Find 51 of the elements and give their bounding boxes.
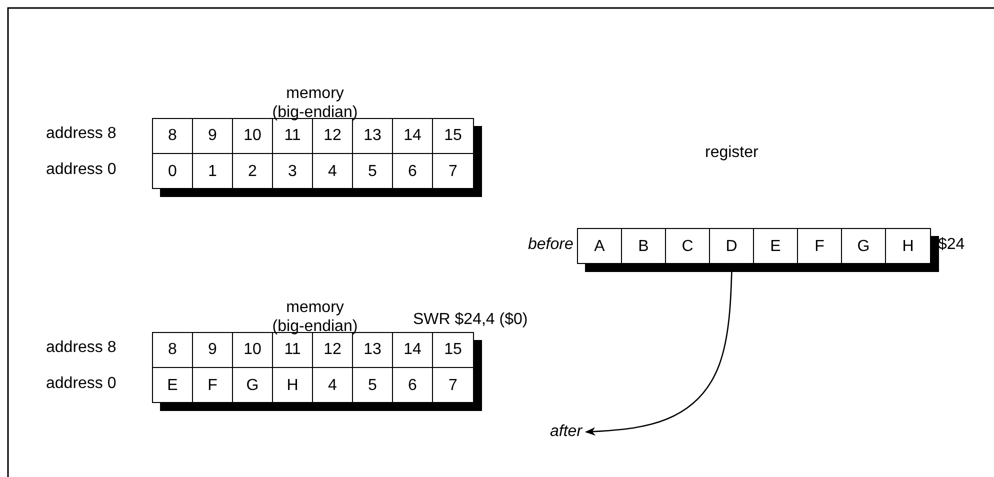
byte-cell: H [273,368,313,403]
byte-cell: 14 [393,333,433,368]
memory-heading: memory (big-endian) [271,84,359,122]
byte-cell: 4 [313,154,353,189]
byte-cell: C [666,229,710,264]
byte-cell: 9 [193,119,233,154]
register-name: $24 [938,236,965,254]
byte-cell: 5 [353,368,393,403]
row-label: address 0 [46,375,116,393]
byte-cell: 14 [393,119,433,154]
byte-cell: 15 [433,333,473,368]
byte-cell: 11 [273,119,313,154]
byte-cell: 8 [153,333,193,368]
byte-cell: E [754,229,798,264]
register-heading: register [705,144,758,162]
byte-cell: 0 [153,154,193,189]
byte-cell: G [233,368,273,403]
row-label: before [528,236,574,254]
byte-cell: E [153,368,193,403]
byte-cell: 13 [353,333,393,368]
byte-cell: 4 [313,368,353,403]
byte-cell: 7 [433,154,473,189]
byte-cell: 1 [193,154,233,189]
byte-cell: B [622,229,666,264]
byte-cell: A [578,229,622,264]
byte-cell: 12 [313,119,353,154]
byte-cell: 13 [353,119,393,154]
byte-cell: 7 [433,368,473,403]
memory-heading: memory (big-endian) [271,298,359,336]
row-label: address 0 [46,161,116,179]
byte-cell: 10 [233,333,273,368]
state-label: after [550,423,582,441]
byte-cell: 6 [393,154,433,189]
byte-cell: D [710,229,754,264]
byte-cell: 12 [313,333,353,368]
row-label: address 8 [46,339,116,357]
byte-cell: 5 [353,154,393,189]
byte-cell: 6 [393,368,433,403]
row-label: address 8 [46,125,116,143]
byte-cell: H [886,229,930,264]
byte-cell: 2 [233,154,273,189]
byte-cell: 8 [153,119,193,154]
byte-cell: 15 [433,119,473,154]
byte-cell: 3 [273,154,313,189]
byte-cell: 11 [273,333,313,368]
byte-cell: 9 [193,333,233,368]
instruction-label: SWR $24,4 ($0) [413,311,528,329]
byte-cell: G [842,229,886,264]
byte-cell: F [798,229,842,264]
byte-cell: F [193,368,233,403]
byte-cell: 10 [233,119,273,154]
